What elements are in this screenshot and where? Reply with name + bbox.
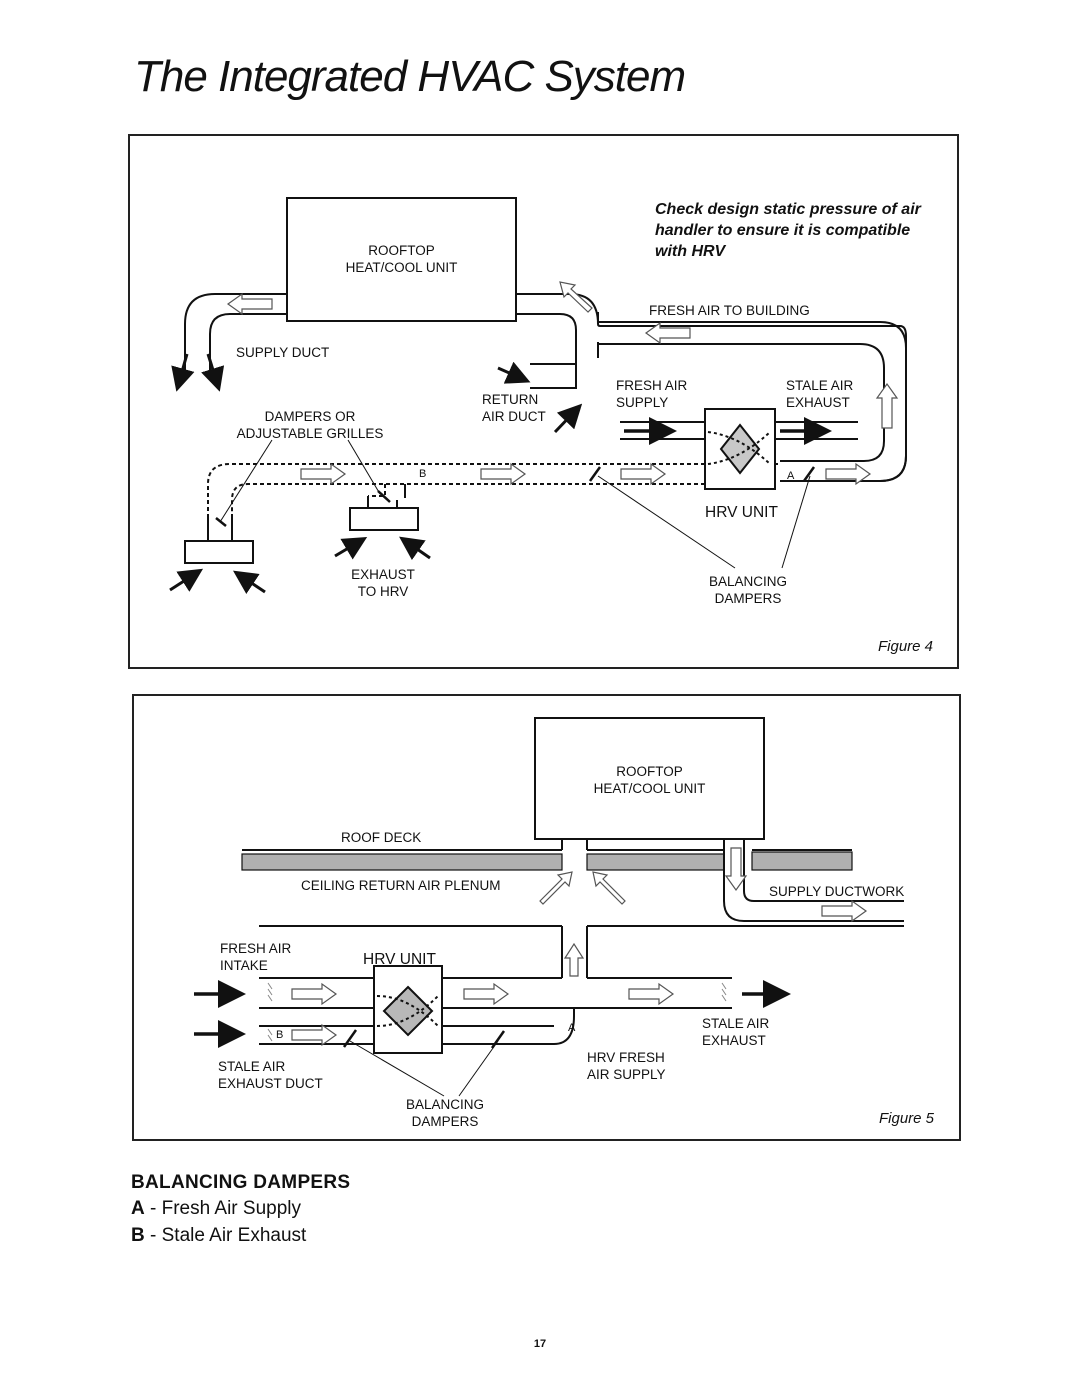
supply-ductwork-label: SUPPLY DUCTWORK	[769, 884, 905, 899]
balancing-dampers-label-line2: DAMPERS	[411, 1114, 479, 1129]
damper-b-label: B	[419, 468, 427, 480]
return-arrow-1	[497, 361, 531, 384]
legend-text-b: - Stale Air Exhaust	[144, 1225, 307, 1246]
rooftop-label-line2: HEAT/COOL UNIT	[593, 781, 706, 796]
rooftop-unit-box	[286, 197, 517, 322]
stale-duct-label-line2: EXHAUST DUCT	[218, 1076, 323, 1091]
balancing-dampers-label-line1: BALANCING	[708, 574, 788, 589]
legend-key-a: A	[131, 1198, 145, 1219]
supply-down-arrow	[724, 847, 748, 892]
stale-air-exhaust-label-line1: STALE AIR	[702, 1016, 770, 1031]
fresh-intake-label-line1: FRESH AIR	[220, 941, 292, 956]
hrv-fresh-supply-label-line2: AIR SUPPLY	[587, 1067, 666, 1082]
balancing-dampers-label-line1: BALANCING	[405, 1097, 485, 1112]
damper-b-label: B	[276, 1029, 284, 1041]
legend-row-b: B - Stale Air Exhaust	[131, 1222, 350, 1249]
figure-4-diagram: ROOFTOP HEAT/COOL UNIT Check design stat…	[128, 134, 959, 669]
exhaust-grille-center	[349, 507, 419, 531]
fresh-air-to-building-label: FRESH AIR TO BUILDING	[649, 303, 810, 318]
dampers-label-line1: DAMPERS OR	[264, 409, 356, 424]
supply-right-arrow	[821, 899, 868, 923]
legend-text-a: - Fresh Air Supply	[144, 1198, 302, 1219]
dampers-label-line2: ADJUSTABLE GRILLES	[236, 426, 384, 441]
rooftop-unit-box	[534, 717, 765, 840]
figure-4-drawing	[169, 197, 907, 594]
return-flow-arrow	[559, 281, 593, 313]
exhaust-duct-dashed	[207, 463, 705, 514]
stale-air-exhaust-label-line2: EXHAUST	[702, 1033, 766, 1048]
legend-row-a: A - Fresh Air Supply	[131, 1195, 350, 1222]
damper-a-label: A	[787, 470, 795, 482]
damper-a-line	[802, 466, 816, 482]
figure-5-drawing	[194, 717, 904, 1097]
stale-exhaust-loop	[444, 1012, 574, 1046]
ceiling-plenum-label: CEILING RETURN AIR PLENUM	[301, 878, 501, 893]
fresh-air-building-arrow	[644, 321, 691, 345]
damper-a-line	[490, 1030, 506, 1049]
return-arrow-2	[553, 403, 583, 434]
page-number: 17	[533, 1338, 547, 1350]
damper-b-line	[342, 1029, 358, 1048]
hrv-fresh-supply-label-line1: HRV FRESH	[587, 1050, 665, 1065]
rooftop-label-line1: ROOFTOP	[368, 243, 435, 258]
static-pressure-note: Check design static pressure of air hand…	[655, 201, 921, 260]
figure-5-diagram: ROOFTOP HEAT/COOL UNIT ROOF DECK CEILING…	[132, 694, 961, 1141]
stale-air-exhaust-label-line2: EXHAUST	[786, 395, 850, 410]
legend-key-b: B	[131, 1225, 145, 1246]
balancing-dampers-label-line2: DAMPERS	[714, 591, 782, 606]
balancing-dampers-legend: BALANCING DAMPERS A - Fresh Air Supply B…	[131, 1171, 350, 1249]
fresh-intake-label-line2: INTAKE	[220, 958, 268, 973]
roof-deck-label: ROOF DECK	[341, 830, 422, 845]
hrv-return-arrow	[563, 942, 585, 977]
return-duct-label-line1: RETURN	[482, 392, 539, 407]
return-duct-label-line2: AIR DUCT	[482, 409, 546, 424]
exhaust-to-hrv-label-line2: TO HRV	[357, 584, 409, 599]
rooftop-label-line2: HEAT/COOL UNIT	[345, 260, 458, 275]
damper-b-line	[588, 466, 602, 482]
roof-deck-mid	[586, 853, 725, 871]
legend-title: BALANCING DAMPERS	[131, 1172, 351, 1193]
fresh-air-supply-label-line1: FRESH AIR	[616, 378, 688, 393]
figure-4-caption: Figure 4	[878, 638, 934, 655]
rooftop-label-line1: ROOFTOP	[616, 764, 683, 779]
supply-ductwork	[723, 839, 904, 922]
roof-deck-right	[751, 851, 853, 871]
stale-air-exhaust-label-line1: STALE AIR	[786, 378, 854, 393]
exhaust-to-hrv-label-line1: EXHAUST	[351, 567, 415, 582]
exhaust-grille-left	[184, 540, 254, 564]
supply-duct	[184, 293, 287, 371]
roof-deck-left	[241, 853, 563, 871]
damper-a-label: A	[568, 1022, 576, 1034]
hrv-core	[719, 423, 761, 475]
hrv-riser-arrow	[875, 382, 899, 429]
supply-flow-arrow	[226, 292, 273, 316]
hrv-unit-label: HRV UNIT	[705, 504, 778, 521]
hrv-unit-label: HRV UNIT	[363, 951, 436, 968]
figure-5-caption: Figure 5	[879, 1110, 935, 1127]
fresh-air-supply-label-line2: SUPPLY	[616, 395, 669, 410]
supply-duct-label: SUPPLY DUCT	[236, 345, 330, 360]
stale-duct-label-line1: STALE AIR	[218, 1059, 286, 1074]
page-title: The Integrated HVAC System	[134, 52, 686, 101]
